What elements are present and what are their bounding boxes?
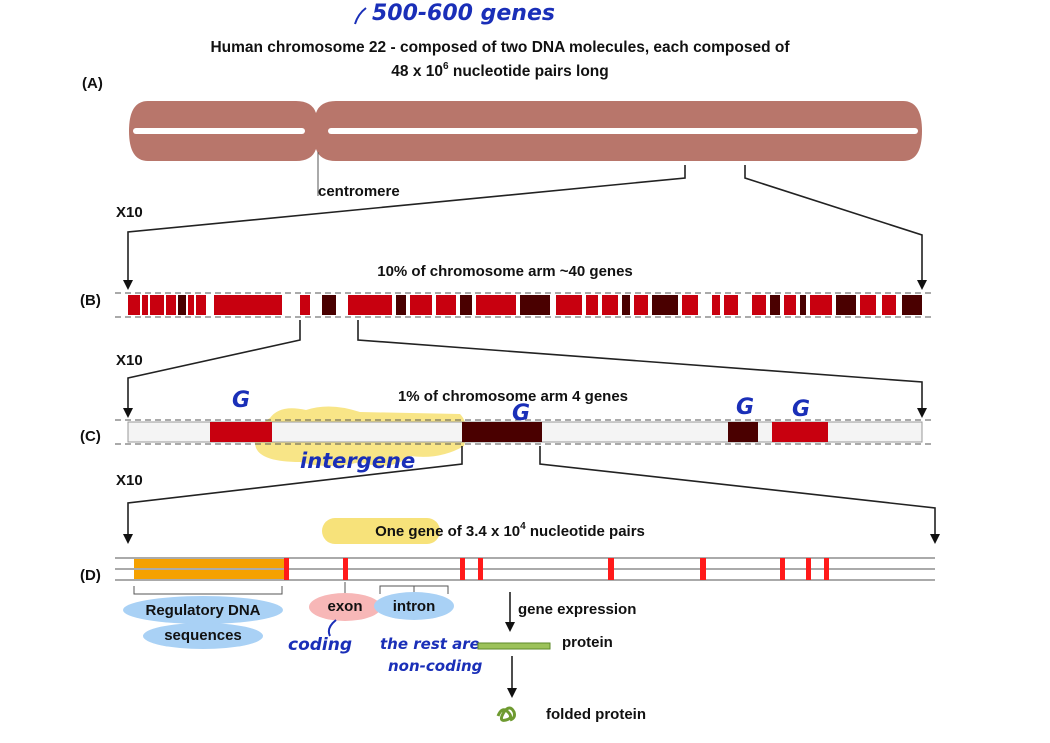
- row-b-caption: 10% of chromosome arm ~40 genes: [377, 263, 633, 280]
- intron-highlight: [374, 592, 454, 620]
- handwritten-gene-count: 500-600 genes: [372, 1, 555, 26]
- regulatory-label-2: sequences: [164, 627, 242, 644]
- intron-label: intron: [393, 598, 436, 615]
- gene-mark-g4: G: [792, 397, 810, 422]
- protein-bar: [477, 642, 551, 650]
- regulatory-region-bottom: [134, 570, 284, 579]
- coding-label: coding: [288, 635, 352, 655]
- exon-label: exon: [327, 598, 362, 615]
- gene-mark-g1: G: [232, 388, 250, 413]
- exon-marks: [284, 558, 829, 580]
- row-c-caption: 1% of chromosome arm 4 genes: [398, 388, 628, 405]
- title-line-1: Human chromosome 22 - composed of two DN…: [210, 39, 790, 56]
- caption-highlight: [322, 518, 440, 544]
- noncoding-label-2: non-coding: [388, 657, 483, 675]
- centromere-label: centromere: [318, 183, 400, 200]
- label-c: (C): [80, 428, 101, 445]
- gene-mark-g3: G: [736, 395, 754, 420]
- folded-protein-icon: [496, 706, 516, 722]
- folded-protein-label: folded protein: [546, 706, 646, 723]
- intergene-label: intergene: [300, 449, 415, 473]
- gene-band-2: [462, 422, 542, 442]
- chromatid-gap-right: [328, 128, 918, 134]
- x10-label-2: X10: [116, 352, 143, 369]
- title-line-2: 48 x 106 nucleotide pairs long: [391, 61, 608, 80]
- exon-highlight: [309, 593, 381, 621]
- chromatid-gap-left: [133, 128, 305, 134]
- handwritten-tick: [354, 7, 367, 25]
- regulatory-highlight-1: [123, 596, 283, 624]
- gene-mark-g2: G: [512, 401, 530, 426]
- coding-arrow: [327, 619, 337, 637]
- gene-expression-label: gene expression: [518, 601, 636, 618]
- gene-band-4: [772, 422, 828, 442]
- label-b: (B): [80, 292, 101, 309]
- row-d-caption: One gene of 3.4 x 104 nucleotide pairs: [375, 521, 645, 540]
- x10-label-3: X10: [116, 472, 143, 489]
- protein-label: protein: [562, 634, 613, 651]
- x10-label-1: X10: [116, 204, 143, 221]
- regulatory-highlight-2: [143, 623, 263, 649]
- gene-band-1: [210, 422, 272, 442]
- regulatory-region-top: [134, 559, 284, 568]
- regulatory-label-1: Regulatory DNA: [145, 602, 260, 619]
- label-a: (A): [82, 75, 103, 92]
- row-b-bands: [128, 295, 922, 315]
- gene-band-3: [728, 422, 758, 442]
- label-d: (D): [80, 567, 101, 584]
- noncoding-label-1: the rest are: [380, 635, 480, 653]
